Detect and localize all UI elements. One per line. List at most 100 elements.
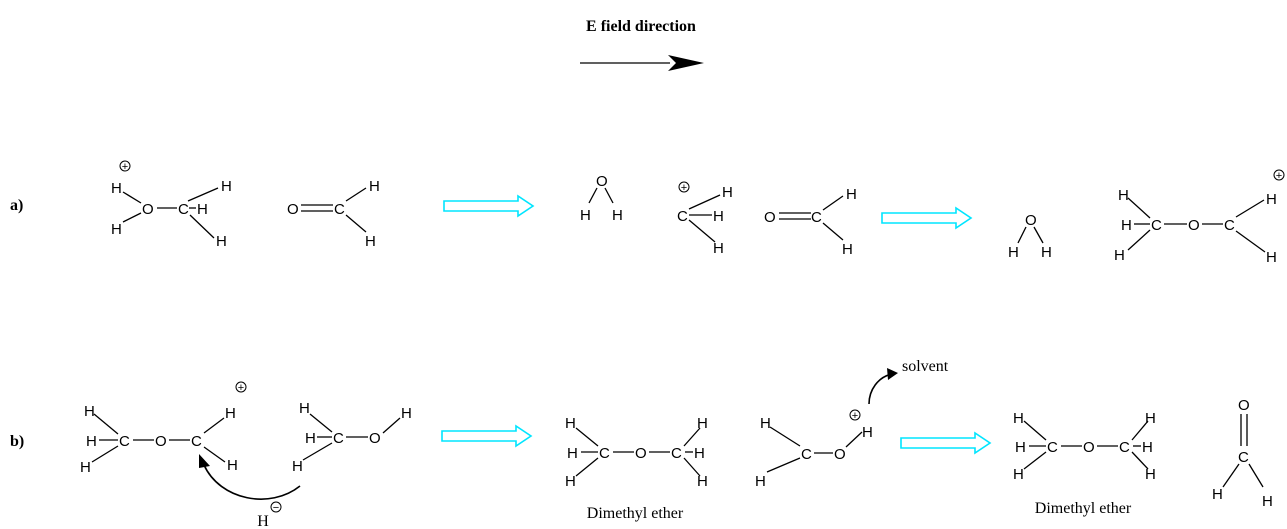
field-direction-title: E field direction <box>586 18 696 35</box>
molecule-water: O H H <box>1008 212 1052 261</box>
atom-label: H <box>369 178 380 195</box>
atom-label: C <box>1238 449 1249 466</box>
molecule-water: O H H <box>580 173 623 224</box>
reaction-arrow-icon <box>900 431 992 455</box>
positive-charge-icon: + <box>849 409 861 422</box>
atom-label: C <box>1151 217 1162 234</box>
atom-label: H <box>86 433 97 450</box>
atom-label: H <box>111 221 122 238</box>
curved-arrow-icon <box>868 368 898 405</box>
molecule-methanol: H H H C O H <box>292 400 412 475</box>
atom-label: C <box>1047 439 1058 456</box>
atom-label: H <box>197 201 208 218</box>
atom-label: H <box>567 445 578 462</box>
molecule-dimethyl-ether: H H H C O C H H H <box>1013 410 1156 483</box>
molecule-protonated-dimethyl-ether: H H H C O C H H + <box>80 381 247 476</box>
reaction-arrow-icon <box>443 194 535 218</box>
atom-label: H <box>1121 217 1132 234</box>
atom-label: H <box>365 233 376 250</box>
atom-label: H <box>565 415 576 432</box>
atom-label: O <box>1188 217 1200 234</box>
molecule-dimethyl-ether: H H H C O C H H H <box>565 415 708 490</box>
curved-arrow-icon <box>199 454 301 500</box>
atom-label: O <box>764 209 776 226</box>
atom-label: C <box>1119 439 1130 456</box>
atom-label: C <box>801 446 812 463</box>
atom-label: H <box>697 415 708 432</box>
atom-label: O <box>142 201 154 218</box>
atom-label: C <box>178 201 189 218</box>
atom-label: H <box>1041 244 1052 261</box>
atom-label: H <box>1266 249 1277 266</box>
atom-label: O <box>369 430 381 447</box>
atom-label: H <box>565 473 576 490</box>
atom-label: H <box>1013 410 1024 427</box>
atom-label: C <box>599 445 610 462</box>
atom-label: C <box>191 433 202 450</box>
atom-label: H <box>84 403 95 420</box>
atom-label: O <box>1083 439 1095 456</box>
atom-label: C <box>334 201 345 218</box>
charge-sign: + <box>1276 170 1282 182</box>
atom-label: H <box>1145 466 1156 483</box>
atom-label: H <box>227 457 238 474</box>
atom-label: C <box>671 445 682 462</box>
product-caption-dimethyl-ether: Dimethyl ether <box>1035 500 1132 517</box>
atom-label: H <box>694 445 705 462</box>
atom-label: H <box>216 233 227 250</box>
molecule-formaldehyde: O C H H <box>287 178 380 250</box>
atom-label: H <box>1114 247 1125 264</box>
atom-label: H <box>1142 439 1153 456</box>
molecule-methyloxonium: H H C O H + <box>755 409 873 490</box>
atom-label: O <box>1238 397 1250 414</box>
molecule-methyl-cation: C H H H + <box>677 181 733 257</box>
atom-label: H <box>722 184 733 201</box>
atom-label: H <box>1118 187 1129 204</box>
row-label-b: b) <box>10 433 24 450</box>
atom-label: H <box>755 473 766 490</box>
atom-label: H <box>221 178 232 195</box>
atom-label: H <box>1013 466 1024 483</box>
atom-label: C <box>677 208 688 225</box>
atom-label: H <box>111 180 122 197</box>
atom-label: H <box>580 207 591 224</box>
product-caption-dimethyl-ether: Dimethyl ether <box>587 505 684 522</box>
atom-label: H <box>862 424 873 441</box>
atom-label: O <box>155 433 167 450</box>
atom-label: H <box>842 241 853 258</box>
atom-label: H <box>1262 493 1273 510</box>
atom-label: H <box>760 415 771 432</box>
atom-label: O <box>1025 212 1037 229</box>
molecule-protonated-dimethyl-ether: H H H C O C H H + <box>1114 169 1285 266</box>
row-label-a: a) <box>10 197 23 214</box>
atom-label: O <box>287 201 299 218</box>
solvent-label: solvent <box>902 358 949 375</box>
charge-sign: + <box>681 182 687 194</box>
reaction-arrow-icon <box>441 424 533 448</box>
atom-label: H <box>1266 191 1277 208</box>
atom-label: C <box>1224 217 1235 234</box>
charge-sign: + <box>852 410 858 422</box>
positive-charge-icon: + <box>678 181 690 194</box>
atom-label: C <box>119 433 130 450</box>
atom-label: H <box>1212 486 1223 503</box>
hydride-label: H <box>257 513 269 529</box>
atom-label: C <box>811 209 822 226</box>
atom-label: H <box>1015 439 1026 456</box>
atom-label: H <box>305 430 316 447</box>
atom-label: H <box>225 405 236 422</box>
atom-label: H <box>846 186 857 203</box>
charge-sign: − <box>273 502 279 514</box>
atom-label: O <box>596 173 608 190</box>
atom-label: H <box>299 400 310 417</box>
field-arrow-icon <box>580 55 704 71</box>
positive-charge-icon: + <box>1273 169 1285 182</box>
atom-label: H <box>713 208 724 225</box>
atom-label: H <box>292 458 303 475</box>
atom-label: O <box>635 445 647 462</box>
charge-sign: + <box>238 382 244 394</box>
charge-sign: + <box>122 161 128 173</box>
atom-label: H <box>80 459 91 476</box>
atom-label: H <box>697 473 708 490</box>
